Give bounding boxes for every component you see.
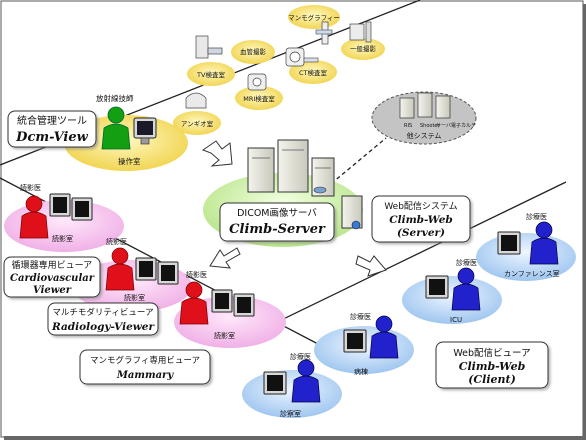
web-server-icon <box>341 195 363 230</box>
general-xray-icon <box>349 21 372 43</box>
client-doctor-label-2: 診療医 <box>456 258 477 267</box>
web-server-name2: (Server) <box>397 227 445 239</box>
his-label-ris: RIS <box>404 123 412 129</box>
arrow-admin-to-server <box>201 140 233 167</box>
viewer-monitors-icon-3 <box>211 289 255 317</box>
his-link-line <box>325 137 387 189</box>
his-label-shooter: Shooter <box>420 123 440 129</box>
dicom-server-icons <box>247 139 335 197</box>
viewer-person-icon-1 <box>19 195 49 239</box>
tech-label: 放射線技師 <box>96 93 134 103</box>
modality-ct-label: CT検査室 <box>299 68 328 77</box>
viewer-room-label-1: 読影室 <box>52 234 73 243</box>
viewer-person-icon-2 <box>105 247 135 291</box>
client-doctor-label-4: 診療医 <box>290 352 311 361</box>
tv-device-icon <box>195 35 223 59</box>
modality-mri-label: MRI検査室 <box>243 94 275 103</box>
admin-person-icon <box>101 106 131 150</box>
client-doctor-label-1: 診療医 <box>526 212 547 221</box>
viewer-room-label-3: 読影室 <box>214 331 235 340</box>
modality-ellipse-angio <box>173 111 221 135</box>
viewer-doctor-label-1: 読影医 <box>20 183 41 192</box>
client-room-label-3: 病棟 <box>354 367 368 376</box>
radiology-viewer-title: マルチモダリティビューア <box>52 307 153 318</box>
modality-general-label: 一般撮影 <box>350 44 377 53</box>
viewer-monitors-icon-1 <box>49 193 93 221</box>
viewer-monitors-icon-2 <box>135 257 179 285</box>
his-server-icons <box>399 92 451 119</box>
server-box <box>219 202 335 242</box>
frame-shadow <box>4 436 584 440</box>
mri-device-icon <box>247 73 267 91</box>
viewer-doctor-label-3: 読影医 <box>186 270 207 279</box>
modality-ellipse-mri <box>235 86 283 110</box>
viewer-room-label-2: 読影室 <box>124 293 145 302</box>
cardio-viewer-name2: Viewer <box>33 285 72 296</box>
mammary-viewer-box <box>79 349 211 385</box>
client-person-icon-3 <box>369 315 399 359</box>
his-label-server: サーバ <box>436 123 451 129</box>
client-room-label-4: 診察室 <box>280 409 301 418</box>
admin-monitor-icon <box>133 117 157 145</box>
cardio-viewer-title: 循環器専用ビューア <box>12 259 93 271</box>
modality-ellipse-angio-top <box>231 40 275 64</box>
modality-ellipse-tv <box>187 62 235 86</box>
his-label-emr: 電子カルテ <box>451 122 476 129</box>
mammary-viewer-name: Mammary <box>116 370 174 381</box>
arrow-server-to-clients <box>355 255 387 277</box>
radiology-viewer-name: Radiology-Viewer <box>51 321 155 333</box>
viewer-person-icon-3 <box>179 281 209 325</box>
client-monitor-icon-2 <box>425 275 449 299</box>
web-server-title: Web配信システム <box>384 200 457 212</box>
server-name: Climb-Server <box>229 222 326 237</box>
cardio-viewer-box <box>3 256 101 298</box>
his-label: 他システム <box>407 131 442 140</box>
admin-tool-name: Dcm-View <box>15 130 88 145</box>
angio-device-icon <box>185 92 207 109</box>
web-client-name1: Climb-Web <box>459 360 526 373</box>
web-client-title: Web配信ビューア <box>453 347 530 359</box>
viewer-doctor-label-2: 読影医 <box>106 237 127 246</box>
client-person-icon-2 <box>451 267 481 311</box>
divider-line-right <box>239 181 567 341</box>
mammary-viewer-title: マンモグラフィ専用ビューア <box>90 355 200 366</box>
client-monitor-icon-1 <box>497 231 521 255</box>
mammo-device-icon <box>315 21 333 45</box>
modality-angio-top-label: 血管撮影 <box>240 47 267 56</box>
admin-tool-title: 統合管理ツール <box>17 114 87 127</box>
modality-mammo-label: マンモグラフィー <box>288 13 340 22</box>
web-server-box <box>371 195 471 243</box>
client-room-label-1: カンファレンス室 <box>504 269 560 278</box>
modality-tv-label: TV検査室 <box>196 70 225 79</box>
modality-ellipse-general <box>341 38 385 60</box>
web-server-name1: Climb-Web <box>389 214 453 226</box>
admin-tool-box <box>7 110 97 148</box>
radiology-viewer-box <box>47 302 159 336</box>
ct-device-icon <box>285 47 319 67</box>
web-client-box <box>435 341 549 389</box>
client-doctor-label-3: 診療医 <box>350 312 371 321</box>
modality-angio-label: アンギオ室 <box>181 119 214 128</box>
arrow-server-to-viewers <box>209 247 241 269</box>
client-monitor-icon-4 <box>263 371 287 395</box>
cardio-viewer-name1: Cardiovascular <box>10 273 95 284</box>
client-monitor-icon-3 <box>343 329 367 353</box>
web-client-name2: (Client) <box>468 373 516 386</box>
client-person-icon-4 <box>291 359 321 403</box>
client-person-icon-1 <box>529 221 559 265</box>
server-title: DICOM画像サーバ <box>237 207 317 219</box>
frame-shadow-right <box>583 4 586 440</box>
admin-room-label: 操作室 <box>118 156 141 166</box>
client-room-label-2: ICU <box>450 316 462 324</box>
